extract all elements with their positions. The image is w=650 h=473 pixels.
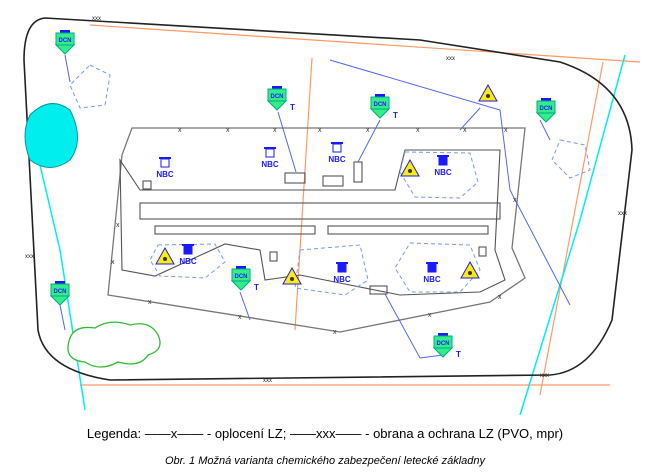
- outer-perimeter: [23, 17, 633, 381]
- t-label: T: [290, 103, 295, 112]
- t-label: T: [254, 283, 259, 292]
- fence-markers: x x x x x x x x x x x x x x x x: [111, 127, 517, 336]
- dcn-station-icon: DCN T: [266, 86, 295, 112]
- hazard-warning-icon: [400, 158, 420, 177]
- dcn-label: DCN: [235, 274, 248, 280]
- hazard-warning-icon: [155, 246, 175, 265]
- svg-text:x: x: [273, 127, 277, 134]
- svg-text:x: x: [416, 127, 420, 134]
- hazard-warning-icon: [478, 83, 498, 102]
- orange-lines: [80, 24, 641, 396]
- svg-text:xxx: xxx: [540, 373, 549, 379]
- svg-text:x: x: [428, 312, 432, 319]
- svg-text:xxx: xxx: [25, 254, 34, 260]
- svg-text:x: x: [463, 127, 467, 134]
- svg-text:x: x: [318, 127, 322, 134]
- svg-text:xxx: xxx: [618, 211, 627, 217]
- legend: Legenda: ——x—— - oplocení LZ; ——xxx—— - …: [0, 426, 650, 441]
- hazard-warning-icon: [282, 266, 302, 285]
- t-label: T: [456, 350, 461, 359]
- dashed-zones: [69, 64, 591, 296]
- nbc-post-filled-icon: NBC: [423, 262, 441, 284]
- hazard-warning-icon: [460, 260, 480, 279]
- svg-text:xxx: xxx: [92, 16, 101, 22]
- svg-text:x: x: [116, 222, 120, 229]
- inner-fence: [107, 127, 526, 333]
- nbc-label: NBC: [434, 168, 452, 177]
- dcn-station-icon: DCN T: [432, 333, 461, 359]
- svg-text:x: x: [366, 127, 370, 134]
- nbc-post-filled-icon: NBC: [434, 155, 452, 177]
- legend-fence-symbol: ——x——: [144, 426, 204, 441]
- legend-fence-text: - oplocení LZ;: [206, 426, 287, 441]
- legend-defense-symbol: ——xxx——: [290, 426, 362, 441]
- dcn-label: DCN: [54, 289, 67, 295]
- dcn-station-icon: DCN: [54, 30, 76, 55]
- svg-text:x: x: [238, 314, 242, 321]
- lake: [24, 103, 78, 168]
- dcn-station-icon: DCN T: [230, 266, 259, 292]
- dcn-label: DCN: [374, 102, 387, 108]
- forest-cloud: [67, 321, 161, 368]
- nbc-post-icon: NBC: [156, 157, 174, 179]
- legend-prefix: Legenda:: [86, 426, 142, 441]
- svg-text:x: x: [498, 294, 502, 301]
- svg-text:x: x: [148, 299, 152, 306]
- blue-lines: [59, 54, 571, 359]
- svg-text:xxx: xxx: [263, 378, 272, 384]
- nbc-label: NBC: [328, 155, 346, 164]
- dcn-station-icon: DCN T: [369, 94, 398, 120]
- nbc-post-filled-icon: NBC: [179, 244, 197, 266]
- svg-text:x: x: [333, 329, 337, 336]
- nbc-label: NBC: [179, 257, 197, 266]
- nbc-post-icon: NBC: [328, 142, 346, 164]
- nbc-label: NBC: [423, 275, 441, 284]
- dcn-label: DCN: [540, 106, 553, 112]
- dcn-station-icon: DCN: [535, 98, 557, 123]
- svg-text:x: x: [504, 127, 508, 134]
- apron-outline: [119, 149, 506, 296]
- dcn-station-icon: DCN: [49, 281, 71, 306]
- dcn-label: DCN: [437, 341, 450, 347]
- svg-text:x: x: [178, 127, 182, 134]
- nbc-post-icon: NBC: [261, 147, 279, 169]
- nbc-label: NBC: [333, 275, 351, 284]
- svg-text:x: x: [513, 197, 517, 204]
- dcn-label: DCN: [59, 38, 72, 44]
- svg-text:xxx: xxx: [446, 56, 455, 62]
- nbc-label: NBC: [261, 160, 279, 169]
- t-label: T: [393, 111, 398, 120]
- runway: [139, 161, 501, 295]
- svg-text:x: x: [111, 259, 115, 266]
- figure-caption: Obr. 1 Možná varianta chemického zabezpe…: [165, 455, 485, 467]
- svg-text:x: x: [226, 127, 230, 134]
- nbc-label: NBC: [156, 170, 174, 179]
- nbc-post-filled-icon: NBC: [333, 262, 351, 284]
- legend-defense-text: - obrana a ochrana LZ (PVO, mpr): [365, 426, 564, 441]
- dcn-label: DCN: [271, 94, 284, 100]
